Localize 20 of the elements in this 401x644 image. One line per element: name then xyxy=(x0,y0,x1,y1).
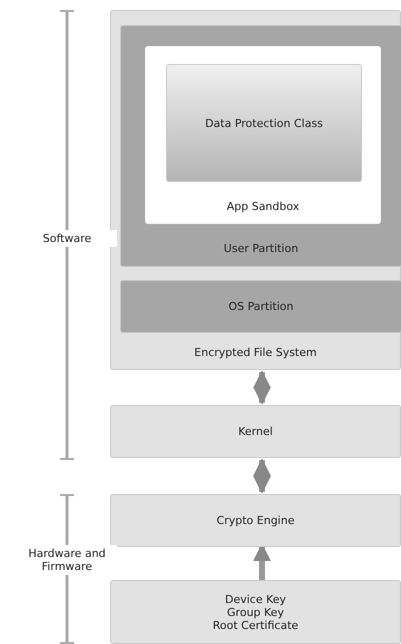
layer-box xyxy=(166,64,362,182)
layer-label: Crypto Engine xyxy=(216,514,294,527)
layer-box xyxy=(110,494,401,547)
layer-label: App Sandbox xyxy=(226,200,300,213)
layer-box xyxy=(110,405,401,458)
layer-box xyxy=(120,25,401,267)
layer-label: Kernel xyxy=(238,425,273,438)
layer-label: Group Key xyxy=(227,606,284,618)
layer-box xyxy=(145,46,381,224)
layer-label: Root Certificate xyxy=(212,618,298,632)
layer-box xyxy=(110,10,401,370)
layer-box xyxy=(110,580,401,644)
layer-label: OS Partition xyxy=(228,300,294,313)
arrow xyxy=(253,370,271,405)
arrow xyxy=(253,458,271,494)
layer-label: Data Protection Class xyxy=(205,116,323,130)
layer-label: Device Key xyxy=(224,592,286,606)
layer-box xyxy=(120,280,401,333)
layer-label: User Partition xyxy=(224,242,298,255)
layer-label: Encrypted File System xyxy=(194,346,317,359)
